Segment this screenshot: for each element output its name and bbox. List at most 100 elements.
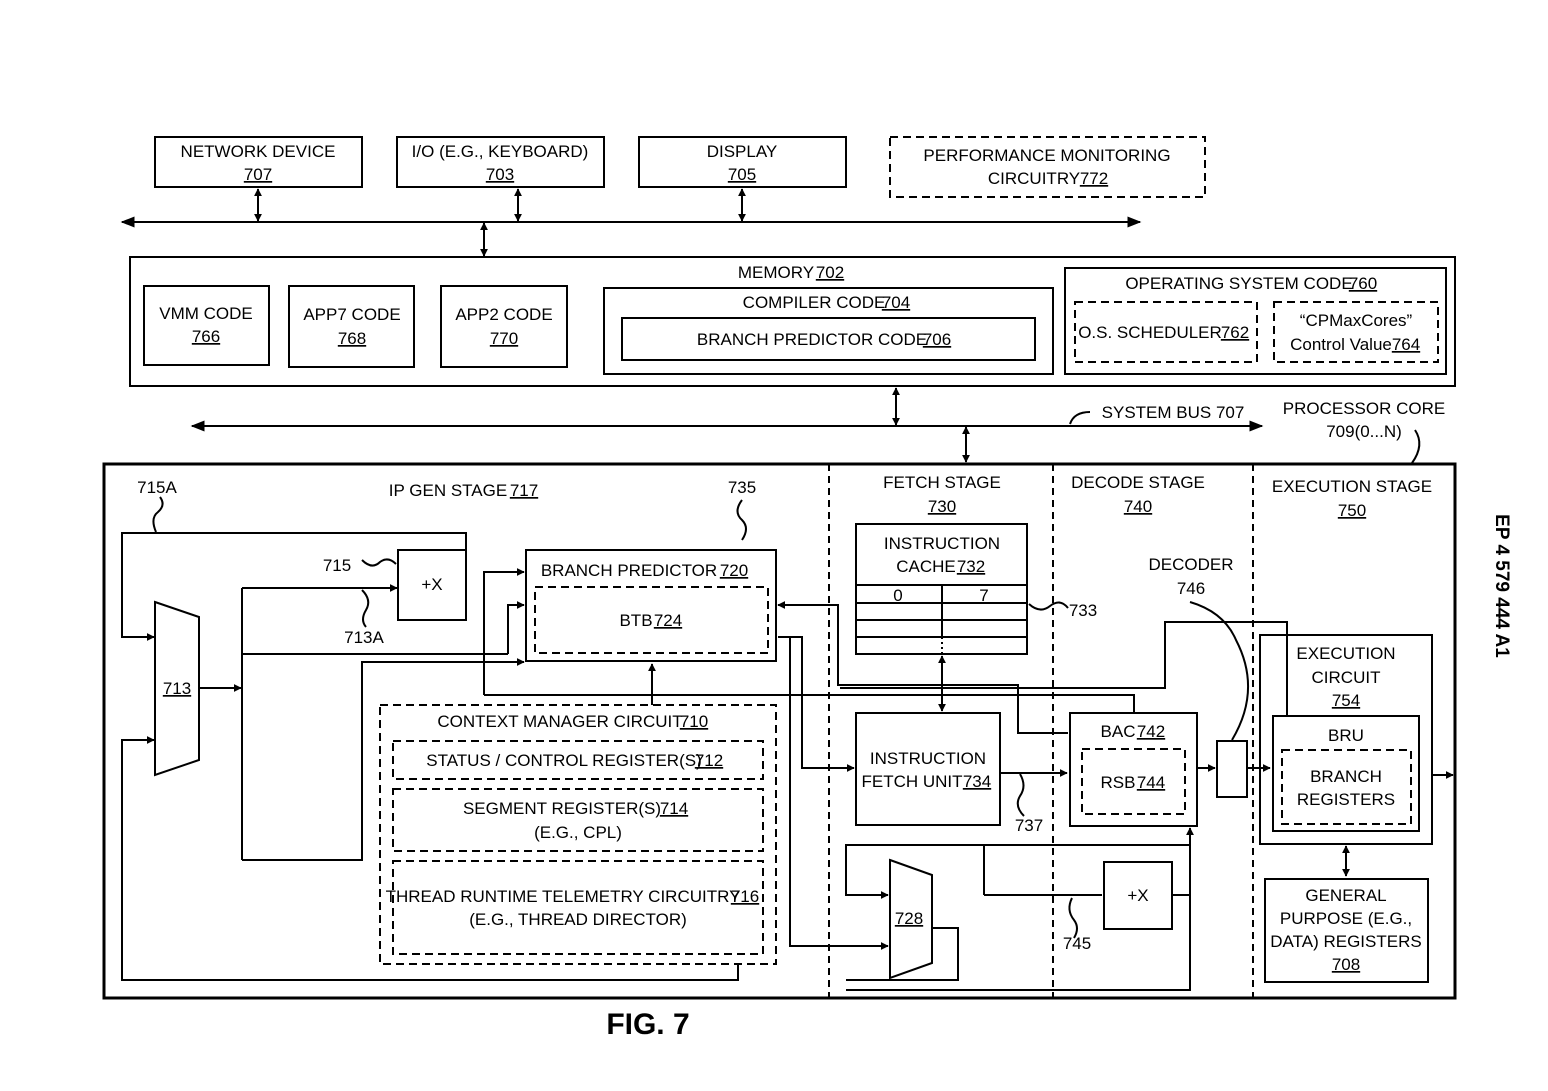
- ref-735: 735: [728, 478, 756, 497]
- mux713-ref: 713: [163, 679, 191, 698]
- io-label: I/O (E.G., KEYBOARD): [412, 142, 589, 161]
- ifu-ref: 734: [963, 772, 991, 791]
- segment-register-ref: 714: [660, 799, 688, 818]
- ref-745-leader: [1068, 897, 1078, 939]
- btb-ref: 724: [654, 611, 682, 630]
- processor-core-leader: [1411, 429, 1421, 464]
- fetch-stage-label: FETCH STAGE: [883, 473, 1001, 492]
- gpr-line1: GENERAL: [1305, 886, 1386, 905]
- btb-label: BTB: [619, 611, 652, 630]
- exec-circuit-ref: 754: [1332, 691, 1360, 710]
- ref-737: 737: [1015, 816, 1043, 835]
- branch-code-ref: 706: [923, 330, 951, 349]
- os-code-ref: 760: [1349, 274, 1377, 293]
- branch-predictor-code-box: [621, 317, 1036, 361]
- telemetry-sub: (E.G., THREAD DIRECTOR): [469, 910, 687, 929]
- io-box: [396, 136, 605, 188]
- fetch-stage-ref: 730: [928, 497, 956, 516]
- telemetry-ref: 716: [731, 887, 759, 906]
- adder-decode: [1103, 861, 1173, 930]
- segment-register-sub: (E.G., CPL): [534, 823, 622, 842]
- adder-decode-label: +X: [1127, 886, 1148, 905]
- decode-stage-ref: 740: [1124, 497, 1152, 516]
- vmm-code-ref: 766: [192, 327, 220, 346]
- cpmax-line2: Control Value: [1290, 335, 1392, 354]
- rsb-ref: 744: [1137, 773, 1165, 792]
- rsb-box: [1081, 748, 1186, 815]
- vmm-code-box: [143, 285, 270, 366]
- feedback-to-mux-lower: [121, 736, 739, 981]
- io-ref: 703: [486, 165, 514, 184]
- processor-core-line2: 709(0...N): [1326, 422, 1402, 441]
- branch-predictor-box: [525, 549, 777, 662]
- ref-745: 745: [1063, 934, 1091, 953]
- status-register-ref: 712: [695, 751, 723, 770]
- btb-box: [534, 586, 769, 654]
- mux728-output-a: [846, 927, 959, 981]
- system-bus-label: SYSTEM BUS 707: [1102, 403, 1245, 422]
- ref-746-leader: [1189, 601, 1250, 741]
- perf-monitor-box: [889, 136, 1206, 198]
- bac-box: [1069, 712, 1198, 827]
- context-manager-box: [379, 704, 777, 965]
- decoder-746-box: [1216, 740, 1248, 798]
- os-code-label: OPERATING SYSTEM CODE: [1125, 274, 1352, 293]
- ref-713a-leader: [361, 589, 370, 628]
- display-box: [638, 136, 847, 188]
- branch-registers-box: [1281, 749, 1412, 825]
- memory-box: [129, 256, 1456, 387]
- bac-feedback-line: [484, 694, 1135, 713]
- bp-to-mux728-line: [789, 637, 889, 950]
- decoder-label: DECODER: [1148, 555, 1233, 574]
- mux-728: [889, 858, 933, 980]
- compiler-code-ref: 704: [882, 293, 910, 312]
- exec-circuit-line1: EXECUTION: [1296, 644, 1395, 663]
- segment-register-box: [392, 788, 764, 852]
- figure-label: FIG. 7: [606, 1008, 689, 1041]
- ip-to-branch-predictor-a: [242, 658, 525, 861]
- instruction-fetch-unit-box: [855, 712, 1001, 826]
- bac-label: BAC: [1101, 722, 1136, 741]
- exec-feedback-line: [840, 621, 1288, 716]
- processor-core-line1: PROCESSOR CORE: [1283, 399, 1445, 418]
- icache-line1: INSTRUCTION: [884, 534, 1000, 553]
- ipgen-stage-ref: 717: [510, 481, 538, 500]
- cpmax-line1: “CPMaxCores”: [1300, 311, 1413, 330]
- gpr-box: [1264, 878, 1429, 983]
- ref-735-leader: [736, 499, 747, 541]
- icache-col0: 0: [893, 586, 902, 605]
- context-manager-label: CONTEXT MANAGER CIRCUIT: [437, 712, 682, 731]
- compiler-code-box: [603, 287, 1054, 375]
- mux728-ref: 728: [895, 909, 923, 928]
- ipgen-stage-label: IP GEN STAGE: [389, 481, 507, 500]
- scheduler-label: O.S. SCHEDULER: [1078, 323, 1222, 342]
- processor-core-box: [102, 462, 1457, 1000]
- compiler-code-label: COMPILER CODE: [743, 293, 886, 312]
- decode-stage-label: DECODE STAGE: [1071, 473, 1205, 492]
- bru-box: [1272, 715, 1420, 832]
- bac-ref: 742: [1137, 722, 1165, 741]
- perf-monitor-line1: PERFORMANCE MONITORING: [923, 146, 1170, 165]
- patent-number: EP 4 579 444 A1: [1491, 514, 1512, 658]
- mux-713: [154, 600, 200, 777]
- status-register-label: STATUS / CONTROL REGISTER(S): [426, 751, 701, 770]
- icache-ref: 732: [957, 557, 985, 576]
- app7-code-box: [288, 285, 415, 368]
- perf-monitor-line2: CIRCUITRY: [988, 169, 1080, 188]
- memory-ref: 702: [816, 263, 844, 282]
- network-device-box: [154, 136, 363, 188]
- ref-733: 733: [1069, 601, 1097, 620]
- gpr-line3: DATA) REGISTERS: [1270, 932, 1421, 951]
- perf-monitor-ref: 772: [1080, 169, 1108, 188]
- ref-715a: 715A: [137, 478, 177, 497]
- context-manager-ref: 710: [680, 712, 708, 731]
- cpmaxcores-box: [1273, 301, 1439, 363]
- system-bus-leader: [1069, 411, 1091, 425]
- gpr-line2: PURPOSE (E.G.,: [1280, 909, 1412, 928]
- ref-713a: 713A: [344, 628, 384, 647]
- network-device-ref: 707: [244, 165, 272, 184]
- feedback-715a-line: [121, 532, 467, 641]
- scheduler-ref: 762: [1221, 323, 1249, 342]
